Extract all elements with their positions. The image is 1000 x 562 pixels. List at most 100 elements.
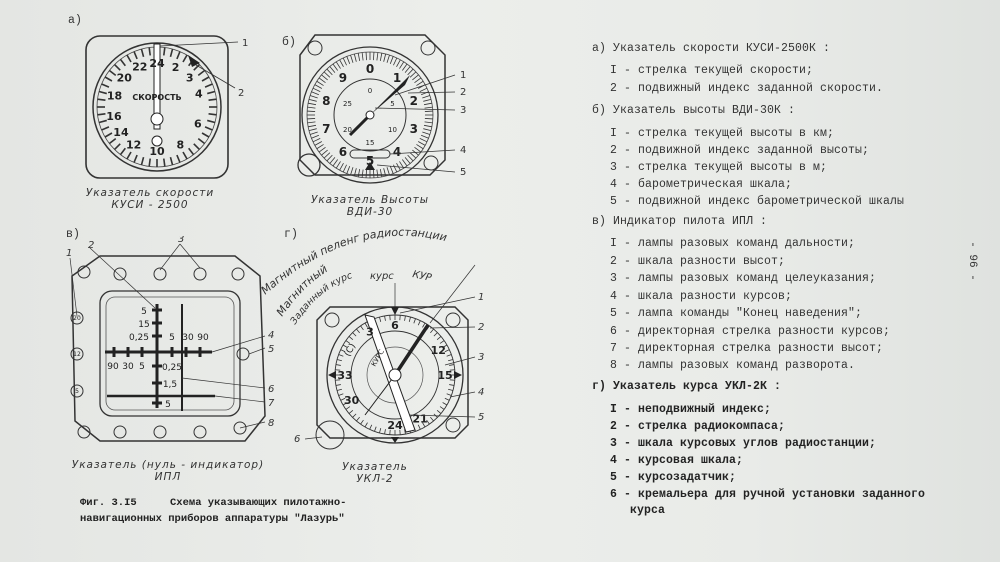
course-scale-label: 5 bbox=[169, 333, 175, 343]
callout-1: 1 bbox=[66, 248, 72, 259]
dial-tick bbox=[436, 410, 442, 414]
dial-tick bbox=[418, 141, 426, 146]
dial-tick bbox=[353, 53, 357, 62]
page-number: - 96 - bbox=[965, 241, 978, 281]
dial-number: 24 bbox=[149, 57, 165, 70]
dial-tick bbox=[342, 57, 347, 66]
dial-number: 3 bbox=[366, 326, 374, 339]
dial-tick bbox=[335, 161, 341, 169]
dial-tick bbox=[169, 48, 174, 57]
dial-tick bbox=[448, 388, 454, 391]
dial-tick bbox=[307, 110, 316, 112]
pilot-indicator-ipl-diagram: 20 12 5 5 15 0,25 0,25 1,5 5 90 30 5 5 3… bbox=[66, 236, 275, 442]
callout-3: 3 bbox=[460, 105, 466, 116]
dial-tick bbox=[308, 102, 317, 106]
dial-number: 0 bbox=[368, 87, 372, 95]
km-needle bbox=[370, 75, 410, 115]
dial-tick bbox=[379, 168, 383, 177]
dial-tick bbox=[182, 54, 188, 63]
dial-number: 16 bbox=[106, 110, 122, 123]
dial-tick bbox=[307, 121, 316, 124]
legend-v-item: 8 - лампы разовых команд разворота. bbox=[610, 359, 856, 372]
course-scale-label: 90 bbox=[107, 362, 119, 372]
dial-tick bbox=[338, 354, 344, 357]
dial-number: 12 bbox=[431, 344, 446, 357]
legend-v-title: в) Индикатор пилота ИПЛ : bbox=[592, 215, 768, 228]
dial-number: 0 bbox=[366, 62, 374, 76]
dial-number: 22 bbox=[132, 60, 147, 73]
dial-tick bbox=[188, 147, 195, 156]
dial-label: СКОРОСТЬ bbox=[132, 93, 181, 102]
figure-b-caption: Указатель Высоты ВДИ-30 bbox=[310, 194, 430, 218]
dial-tick bbox=[420, 134, 429, 139]
dial-tick bbox=[321, 149, 328, 156]
dial-tick bbox=[361, 52, 364, 61]
legend-b-item: 4 - барометрическая шкала; bbox=[610, 178, 793, 191]
legend-v-item: 7 - директорная стрелка разности высот; bbox=[610, 342, 884, 355]
dial-number: 15 bbox=[437, 369, 452, 382]
dial-tick bbox=[318, 77, 326, 83]
dial-tick bbox=[201, 76, 210, 82]
dial-tick bbox=[329, 157, 336, 164]
dial-tick bbox=[314, 84, 322, 89]
dial-tick bbox=[307, 106, 316, 109]
dial-tick bbox=[133, 51, 138, 60]
dial-tick bbox=[449, 364, 455, 366]
figure-v-letter: в) bbox=[66, 228, 81, 241]
figure-a-caption: Указатель скорости КУСИ - 2500 bbox=[85, 187, 215, 211]
dial-tick bbox=[384, 315, 386, 321]
dial-tick bbox=[376, 52, 379, 61]
dial-tick bbox=[345, 340, 351, 344]
callout-8: 8 bbox=[268, 418, 274, 429]
dial-tick bbox=[119, 58, 126, 67]
dial-tick bbox=[316, 144, 324, 150]
dial-tick bbox=[182, 151, 188, 160]
legend-v-item: 3 - лампы разовых команд целеуказания; bbox=[610, 272, 877, 285]
height-scale-label: 5 bbox=[165, 400, 171, 410]
callout-4: 4 bbox=[268, 330, 274, 341]
set-speed-index-icon bbox=[188, 55, 200, 67]
dial-tick bbox=[311, 134, 320, 139]
callout-4: 4 bbox=[478, 387, 484, 398]
dial-tick bbox=[414, 147, 422, 153]
dial-tick bbox=[201, 132, 210, 138]
dial-tick bbox=[402, 63, 408, 71]
dial-tick bbox=[352, 332, 357, 337]
dial-number: 21 bbox=[412, 412, 427, 425]
dial-tick bbox=[140, 157, 145, 166]
legend-b-item: I - стрелка текущей высоты в км; bbox=[610, 127, 835, 140]
height-scale-label: 0,25 bbox=[129, 333, 149, 343]
dial-number: 20 bbox=[343, 126, 352, 134]
dial-tick bbox=[98, 90, 107, 95]
callout-4: 4 bbox=[460, 145, 466, 156]
dial-number: 8 bbox=[322, 94, 330, 108]
dial-tick bbox=[422, 95, 431, 99]
dial-tick bbox=[208, 98, 217, 102]
dial-tick bbox=[422, 422, 426, 428]
dial-tick bbox=[426, 419, 430, 425]
dial-tick bbox=[338, 393, 344, 396]
legend-v-item: 6 - директорная стрелка разности курсов; bbox=[610, 325, 891, 338]
dial-tick bbox=[339, 59, 344, 67]
legend-a-item: I - стрелка текущей скорости; bbox=[610, 64, 814, 77]
dial-tick bbox=[197, 69, 206, 76]
arc-label-bearing: Магнитный пеленг радиостанции bbox=[259, 226, 449, 297]
dial-number: 5 bbox=[390, 100, 394, 108]
dial-tick bbox=[407, 68, 414, 76]
dial-tick bbox=[404, 157, 411, 164]
dial-number: 2 bbox=[172, 61, 180, 74]
dial-tick bbox=[423, 128, 432, 132]
legend-g-item: 3 - шкала курсовых углов радиостанции; bbox=[610, 437, 877, 450]
dial-tick bbox=[311, 91, 320, 96]
dial-tick bbox=[133, 154, 138, 163]
dial-number: 1 bbox=[393, 71, 401, 85]
dial-tick bbox=[98, 119, 107, 124]
dial-tick bbox=[414, 77, 422, 83]
dial-number: 18 bbox=[107, 90, 122, 103]
dial-tick bbox=[416, 144, 424, 150]
legend-g-item: I - неподвижный индекс; bbox=[610, 403, 772, 416]
dial-tick bbox=[336, 359, 342, 362]
dial-tick bbox=[412, 74, 419, 81]
course-scale-label: 90 bbox=[197, 333, 209, 343]
dial-tick bbox=[114, 64, 121, 71]
